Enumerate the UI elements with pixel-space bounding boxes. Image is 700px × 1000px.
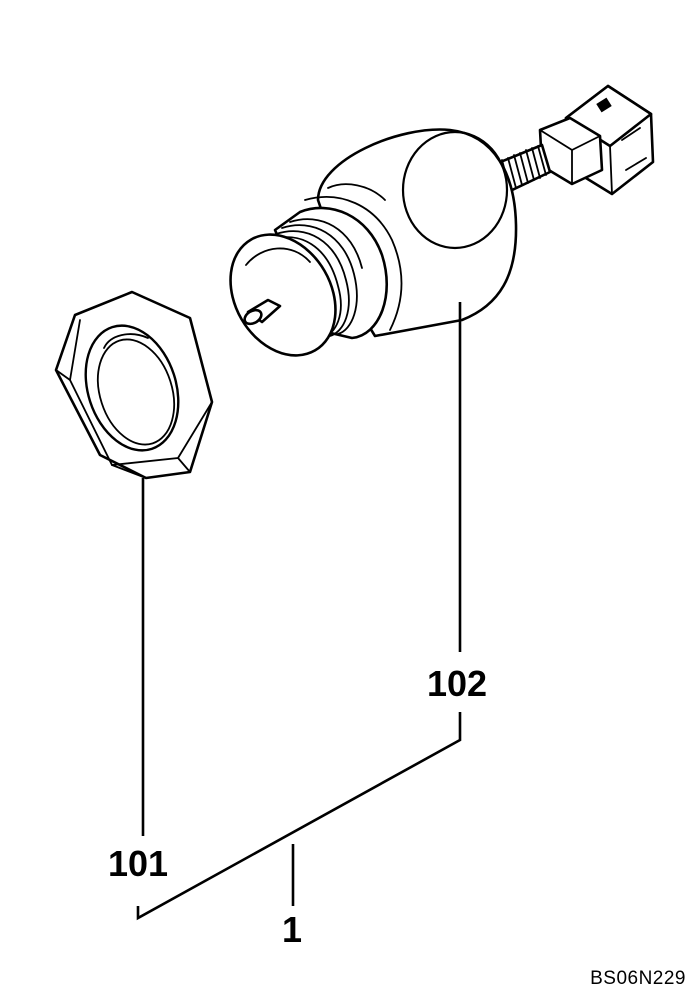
- sensor-front-face: [229, 233, 337, 357]
- leader-lines: [136, 302, 462, 921]
- spring-cable: [496, 143, 552, 194]
- callout-101: 101: [108, 843, 168, 884]
- callout-102: 102: [427, 663, 487, 704]
- sensor-part-102: [229, 84, 655, 357]
- drawing-code: BS06N229: [590, 968, 686, 989]
- callout-1: 1: [282, 909, 302, 950]
- hex-nut-part-101: [54, 290, 214, 480]
- sensor-pin: [243, 298, 282, 326]
- connector-plug: [538, 84, 655, 196]
